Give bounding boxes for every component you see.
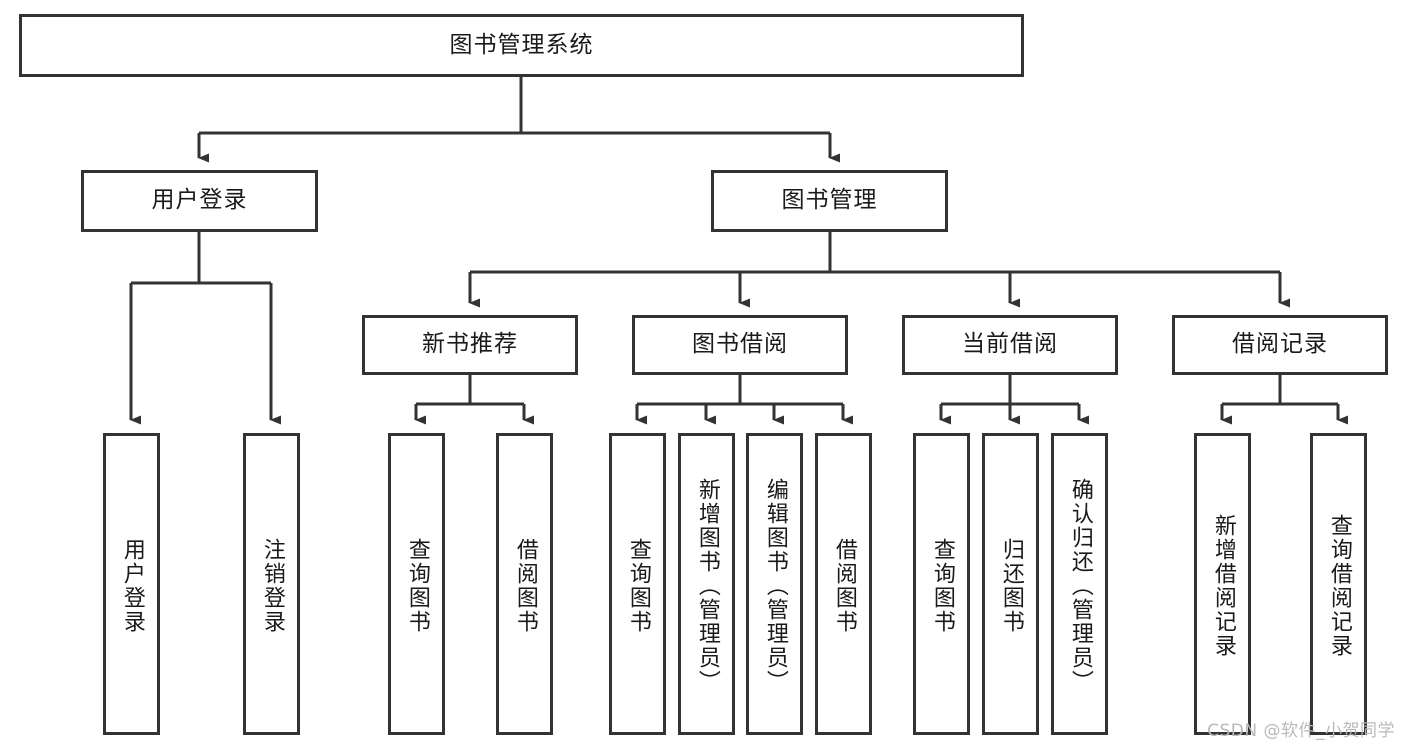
leaf-label-borrow-add-book: 新增图书（管理员）	[694, 478, 720, 694]
node-new-book-recommend[interactable]: 新书推荐	[362, 315, 578, 375]
node-borrow-record[interactable]: 借阅记录	[1172, 315, 1388, 375]
leaf-recommend-borrow-book[interactable]: 借阅图书	[496, 433, 553, 735]
node-label-current-borrow: 当前借阅	[962, 331, 1058, 358]
leaf-borrow-add-book[interactable]: 新增图书（管理员）	[678, 433, 735, 735]
leaf-user-login-login[interactable]: 用户登录	[103, 433, 160, 735]
leaf-borrow-borrow-book[interactable]: 借阅图书	[815, 433, 872, 735]
leaf-label-current-return-book: 归还图书	[998, 538, 1024, 634]
leaf-record-add-record[interactable]: 新增借阅记录	[1194, 433, 1251, 735]
leaf-label-record-query-record: 查询借阅记录	[1326, 514, 1352, 658]
node-label-borrow-record: 借阅记录	[1232, 331, 1328, 358]
leaf-label-borrow-edit-book: 编辑图书（管理员）	[762, 478, 788, 694]
node-user-login[interactable]: 用户登录	[81, 170, 318, 232]
node-label-user-login: 用户登录	[151, 187, 248, 214]
leaf-label-current-query-book: 查询图书	[929, 538, 955, 634]
leaf-recommend-query-book[interactable]: 查询图书	[388, 433, 445, 735]
watermark-text: CSDN @软件_小贺同学	[1207, 721, 1395, 741]
leaf-current-query-book[interactable]: 查询图书	[913, 433, 970, 735]
leaf-current-return-book[interactable]: 归还图书	[982, 433, 1039, 735]
leaf-label-current-confirm-return: 确认归还（管理员）	[1067, 478, 1093, 694]
node-label-new-book-recommend: 新书推荐	[422, 331, 518, 358]
node-book-borrow[interactable]: 图书借阅	[632, 315, 848, 375]
leaf-current-confirm-return[interactable]: 确认归还（管理员）	[1051, 433, 1108, 735]
leaf-borrow-edit-book[interactable]: 编辑图书（管理员）	[746, 433, 803, 735]
node-label-root: 图书管理系统	[449, 31, 594, 58]
leaf-label-recommend-borrow-book: 借阅图书	[512, 538, 538, 634]
leaf-label-record-add-record: 新增借阅记录	[1210, 514, 1236, 658]
leaf-label-user-login-logout: 注销登录	[259, 538, 285, 634]
leaf-user-login-logout[interactable]: 注销登录	[243, 433, 300, 735]
node-label-book-borrow: 图书借阅	[692, 331, 788, 358]
leaf-label-borrow-query-book: 查询图书	[625, 538, 651, 634]
leaf-borrow-query-book[interactable]: 查询图书	[609, 433, 666, 735]
node-book-management[interactable]: 图书管理	[711, 170, 948, 232]
leaf-record-query-record[interactable]: 查询借阅记录	[1310, 433, 1367, 735]
leaf-label-recommend-query-book: 查询图书	[404, 538, 430, 634]
leaf-label-borrow-borrow-book: 借阅图书	[831, 538, 857, 634]
node-current-borrow[interactable]: 当前借阅	[902, 315, 1118, 375]
leaf-label-user-login-login: 用户登录	[119, 538, 145, 634]
node-label-book-management: 图书管理	[781, 187, 878, 214]
node-root-system[interactable]: 图书管理系统	[19, 14, 1024, 77]
